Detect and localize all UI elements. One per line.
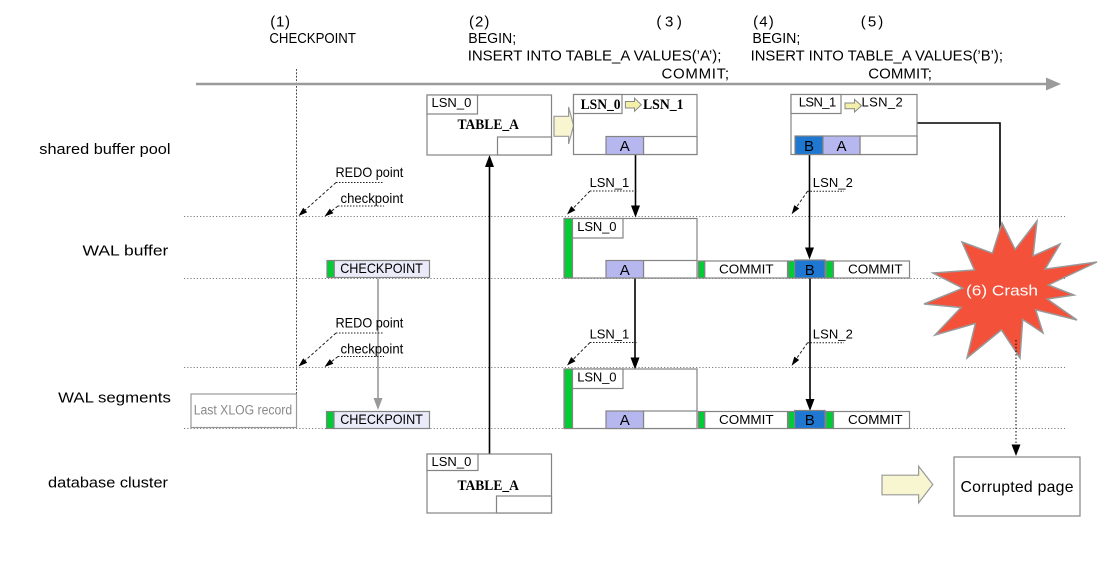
svg-text:LSN_2: LSN_2 bbox=[813, 326, 853, 341]
svg-text:(5): (5) bbox=[861, 14, 883, 31]
svg-text:BEGIN;: BEGIN; bbox=[468, 30, 516, 47]
svg-text:WAL buffer: WAL buffer bbox=[83, 243, 169, 260]
svg-text:LSN_1: LSN_1 bbox=[590, 326, 630, 341]
svg-text:LSN_0: LSN_0 bbox=[432, 95, 472, 110]
svg-text:(4): (4) bbox=[753, 14, 774, 31]
svg-text:A: A bbox=[620, 412, 630, 429]
svg-text:COMMIT;: COMMIT; bbox=[662, 66, 730, 83]
svg-text:shared buffer pool: shared buffer pool bbox=[39, 141, 170, 158]
svg-text:COMMIT;: COMMIT; bbox=[868, 66, 932, 83]
svg-text:LSN_2: LSN_2 bbox=[813, 175, 853, 190]
svg-text:LSN_1: LSN_1 bbox=[799, 95, 837, 110]
svg-text:checkpoint: checkpoint bbox=[341, 190, 404, 206]
svg-text:REDO point: REDO point bbox=[336, 164, 404, 180]
svg-text:TABLE_A: TABLE_A bbox=[458, 117, 520, 133]
svg-text:(6) Crash: (6) Crash bbox=[966, 283, 1038, 300]
svg-text:A: A bbox=[837, 138, 847, 155]
svg-text:A: A bbox=[620, 138, 630, 155]
svg-text:COMMIT: COMMIT bbox=[848, 412, 903, 427]
svg-text:LSN_0: LSN_0 bbox=[581, 97, 621, 113]
svg-text:B: B bbox=[805, 262, 815, 279]
svg-text:(1): (1) bbox=[270, 14, 290, 31]
svg-text:WAL segments: WAL segments bbox=[58, 390, 171, 407]
svg-text:LSN_1: LSN_1 bbox=[643, 97, 684, 113]
svg-text:LSN_1: LSN_1 bbox=[590, 175, 630, 190]
svg-text:COMMIT: COMMIT bbox=[848, 261, 903, 276]
svg-text:CHECKPOINT: CHECKPOINT bbox=[340, 260, 423, 276]
svg-text:LSN_0: LSN_0 bbox=[577, 219, 616, 234]
svg-text:LSN_2: LSN_2 bbox=[862, 95, 903, 110]
svg-text:LSN_0: LSN_0 bbox=[577, 370, 616, 385]
svg-text:LSN_0: LSN_0 bbox=[432, 454, 472, 469]
svg-text:COMMIT: COMMIT bbox=[719, 412, 774, 427]
svg-text:Last XLOG record: Last XLOG record bbox=[194, 402, 293, 417]
svg-text:CHECKPOINT: CHECKPOINT bbox=[269, 30, 356, 47]
svg-text:Corrupted page: Corrupted page bbox=[961, 479, 1074, 496]
svg-text:(3): (3) bbox=[656, 14, 682, 31]
svg-text:database cluster: database cluster bbox=[48, 475, 168, 492]
svg-text:BEGIN;: BEGIN; bbox=[752, 30, 800, 47]
svg-text:checkpoint: checkpoint bbox=[341, 341, 404, 357]
svg-text:COMMIT: COMMIT bbox=[719, 261, 774, 276]
svg-text:CHECKPOINT: CHECKPOINT bbox=[340, 411, 423, 427]
svg-text:TABLE_A: TABLE_A bbox=[458, 478, 520, 494]
svg-text:INSERT INTO TABLE_A VALUES(’A’: INSERT INTO TABLE_A VALUES(’A’); bbox=[468, 47, 722, 64]
svg-text:B: B bbox=[805, 412, 815, 429]
svg-text:INSERT INTO TABLE_A VALUES(’B’: INSERT INTO TABLE_A VALUES(’B’); bbox=[751, 47, 1003, 64]
svg-text:(2): (2) bbox=[469, 14, 489, 31]
svg-text:A: A bbox=[620, 262, 630, 279]
svg-text:REDO point: REDO point bbox=[336, 314, 404, 330]
svg-text:B: B bbox=[804, 138, 814, 155]
